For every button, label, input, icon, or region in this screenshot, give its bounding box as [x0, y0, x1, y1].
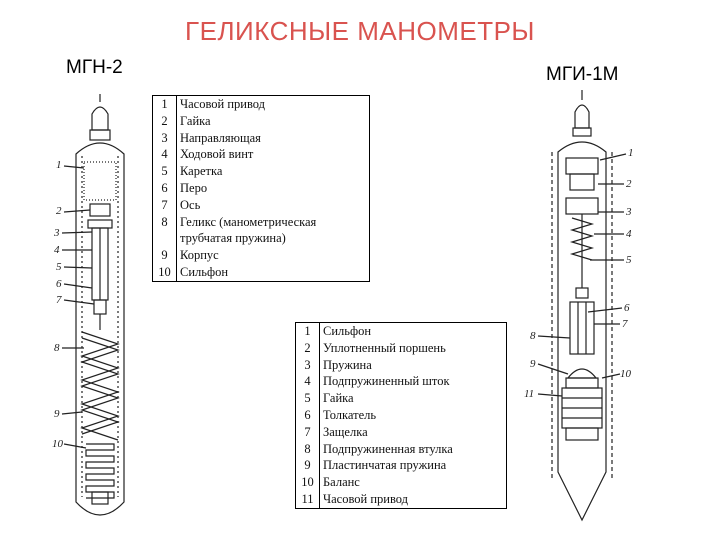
mgn2-callout-10: 10	[52, 438, 64, 450]
legend-number: 9	[152, 247, 177, 264]
mgn2-callout-9: 9	[54, 408, 60, 420]
legend-text: Баланс	[323, 475, 360, 490]
legend-text: Каретка	[180, 164, 223, 179]
legend-number: 9	[295, 457, 320, 475]
legend-text: Пластинчатая пружина	[323, 458, 447, 473]
legend-text: Ось	[180, 197, 201, 212]
legend-text: Направляющая	[180, 130, 261, 145]
mgn2-callout-4: 4	[54, 244, 60, 256]
legend-number: 11	[295, 490, 320, 509]
mgi1m-callout-11: 11	[524, 388, 534, 400]
mgi1m-callout-3: 3	[625, 206, 632, 218]
mgi1m-callout-1: 1	[628, 147, 634, 159]
mgi1m-callout-2: 2	[626, 178, 632, 190]
legend-text: Сильфон	[323, 324, 372, 338]
legend-number: 4	[295, 373, 320, 391]
legend-number: 5	[152, 163, 177, 180]
mgn2-callout-7: 7	[56, 294, 62, 306]
mgn2-callout-2: 2	[56, 205, 62, 217]
legend-text: Подпружиненный шток	[323, 374, 450, 389]
mgi1m-callout-5: 5	[626, 254, 632, 266]
legend-number: 6	[152, 179, 177, 197]
mgn2-drawing: 1 2 3 4 5 6 7 8 9 10	[52, 94, 125, 516]
legend-number: 3	[152, 129, 177, 147]
legend-number: 6	[295, 406, 320, 424]
legend-number: 2	[152, 112, 177, 130]
mgn2-callout-5: 5	[56, 261, 62, 273]
slide-title: ГЕЛИКСНЫЕ МАНОМЕТРЫ	[185, 16, 535, 46]
right-device-label: МГИ-1М	[546, 64, 619, 85]
mgi1m-callout-9: 9	[530, 358, 536, 370]
left-device-label: МГН-2	[66, 57, 123, 78]
legend-number: 8	[152, 213, 177, 248]
legend-text: Подпружиненная втулка	[323, 441, 453, 456]
mgi1m-drawing: 1 2 3 4 5 6 7 8 9 10 11	[524, 90, 634, 522]
legend-number: 1	[152, 95, 177, 113]
legend-text: Геликс (манометрическая трубчатая пружин…	[180, 214, 317, 246]
mgn2-callout-8: 8	[54, 342, 60, 354]
legend-text: Ходовой винт	[180, 147, 254, 162]
mgi1m-callout-4: 4	[626, 228, 632, 240]
legend-text: Гайка	[323, 391, 354, 406]
legend-text: Пружина	[323, 357, 372, 372]
legend-number: 7	[152, 196, 177, 214]
mgn2-callout-6: 6	[56, 278, 62, 290]
legend-text: Часовой привод	[180, 97, 266, 111]
legend-text: Сильфон	[180, 264, 229, 279]
legend-text: Часовой привод	[323, 491, 409, 506]
legend-number: 5	[295, 390, 320, 407]
legend-number: 4	[152, 146, 177, 164]
legend-text: Гайка	[180, 113, 211, 128]
mgn2-callout-1: 1	[56, 159, 62, 171]
legend-text: Уплотненный поршень	[323, 340, 446, 355]
legend-text: Перо	[180, 180, 208, 195]
legend-text: Толкатель	[323, 407, 377, 422]
mgi1m-callout-10: 10	[620, 368, 632, 380]
legend-number: 3	[295, 356, 320, 374]
legend-number: 8	[295, 440, 320, 458]
legend-number: 1	[295, 322, 320, 340]
mgi1m-callout-7: 7	[622, 318, 628, 330]
mgi1m-callout-8: 8	[530, 330, 536, 342]
legend-number: 7	[295, 423, 320, 441]
legend-text: Защелка	[323, 424, 368, 439]
mgn2-callout-3: 3	[53, 227, 60, 239]
mgi1m-callout-6: 6	[624, 302, 630, 314]
legend-number: 10	[152, 263, 177, 282]
legend-number: 2	[295, 339, 320, 357]
legend-text: Корпус	[180, 248, 219, 263]
legend-number: 10	[295, 474, 320, 491]
